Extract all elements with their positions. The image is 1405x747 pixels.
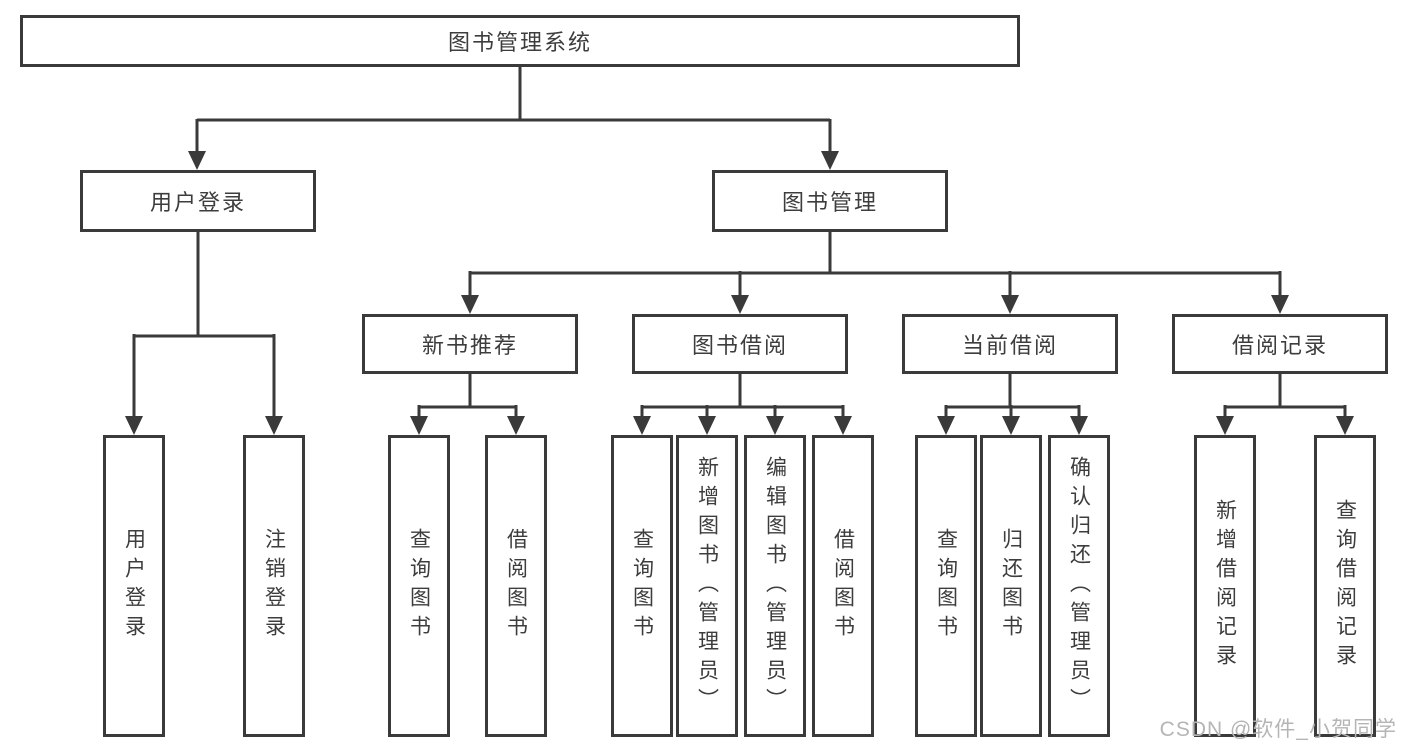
- leaf-query-borrow-record: 查询借阅记录: [1314, 435, 1376, 737]
- leaf-label: 编辑图书（管理员）: [763, 455, 787, 717]
- node-label: 新书推荐: [421, 333, 518, 358]
- node-book-management: 图书管理: [712, 170, 948, 232]
- leaf-label: 注销登录: [262, 528, 286, 644]
- leaf-label: 查询图书: [630, 528, 654, 644]
- leaf-query-books-2: 查询图书: [611, 435, 673, 737]
- node-current-borrow: 当前借阅: [902, 314, 1118, 374]
- leaf-label: 归还图书: [999, 528, 1023, 644]
- leaf-label: 新增借阅记录: [1213, 499, 1237, 673]
- node-label: 图书管理系统: [447, 30, 592, 55]
- csdn-watermark: CSDN @软件_小贺同学: [1159, 718, 1397, 741]
- leaf-edit-books-admin: 编辑图书（管理员）: [744, 435, 806, 737]
- leaf-confirm-return-admin: 确认归还（管理员）: [1048, 435, 1110, 737]
- node-library-system: 图书管理系统: [20, 15, 1020, 67]
- leaf-logout: 注销登录: [243, 435, 305, 737]
- node-label: 图书借阅: [691, 333, 788, 358]
- node-new-book-recommend: 新书推荐: [362, 314, 578, 374]
- leaf-label: 用户登录: [122, 528, 146, 644]
- leaf-add-borrow-record: 新增借阅记录: [1194, 435, 1256, 737]
- node-label: 借阅记录: [1231, 333, 1328, 358]
- node-label: 图书管理: [781, 190, 878, 215]
- node-book-borrow: 图书借阅: [632, 314, 848, 374]
- leaf-label: 新增图书（管理员）: [695, 455, 719, 717]
- node-user-login: 用户登录: [80, 170, 316, 232]
- leaf-return-books: 归还图书: [980, 435, 1042, 737]
- leaf-add-books-admin: 新增图书（管理员）: [676, 435, 738, 737]
- node-label: 用户登录: [149, 190, 246, 215]
- leaf-label: 确认归还（管理员）: [1067, 455, 1091, 717]
- leaf-user-login: 用户登录: [103, 435, 165, 737]
- node-label: 当前借阅: [961, 333, 1058, 358]
- leaf-label: 查询图书: [934, 528, 958, 644]
- leaf-borrow-books-2: 借阅图书: [812, 435, 874, 737]
- leaf-query-books-3: 查询图书: [915, 435, 977, 737]
- leaf-label: 查询图书: [407, 528, 431, 644]
- leaf-query-books-1: 查询图书: [388, 435, 450, 737]
- leaf-label: 借阅图书: [831, 528, 855, 644]
- leaf-label: 查询借阅记录: [1333, 499, 1357, 673]
- leaf-label: 借阅图书: [504, 528, 528, 644]
- leaf-borrow-books-1: 借阅图书: [485, 435, 547, 737]
- node-borrow-records: 借阅记录: [1172, 314, 1388, 374]
